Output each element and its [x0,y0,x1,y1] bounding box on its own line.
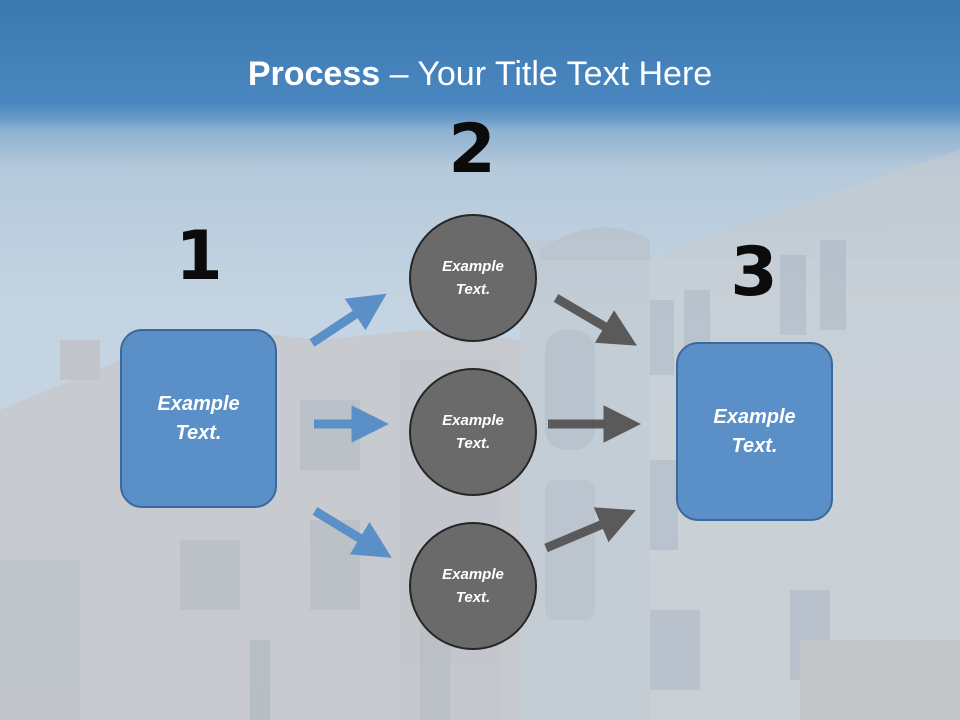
header-band [0,0,960,130]
step-number-1: 1 [175,217,223,296]
circle-middle-text-line2: Text. [455,435,491,452]
slide-title: Process – Your Title Text Here [0,52,960,96]
circle-top-text-line2: Text. [455,281,491,298]
title-bold: Process [247,55,381,93]
arrow-from-circle-top [553,294,638,346]
circle-bottom-text-line1: Example [442,566,504,583]
title-rest: – Your Title Text Here [380,55,713,93]
arrow-from-circle-bottom [544,507,636,553]
circle-top-text-line1: Example [442,258,504,275]
step-number-2: 2 [448,110,496,189]
step-3-text-line1: Example [713,405,796,428]
step-3-text-line2: Text. [731,434,778,457]
arrow-to-circle-bottom [312,507,392,558]
step-1-text-line2: Text. [175,421,222,444]
step-1-text-line1: Example [157,392,240,415]
circle-middle-text-line1: Example [442,412,504,429]
circle-bottom-text-line2: Text. [455,589,491,606]
step-number-3: 3 [730,233,778,312]
arrow-to-circle-top [309,293,387,347]
